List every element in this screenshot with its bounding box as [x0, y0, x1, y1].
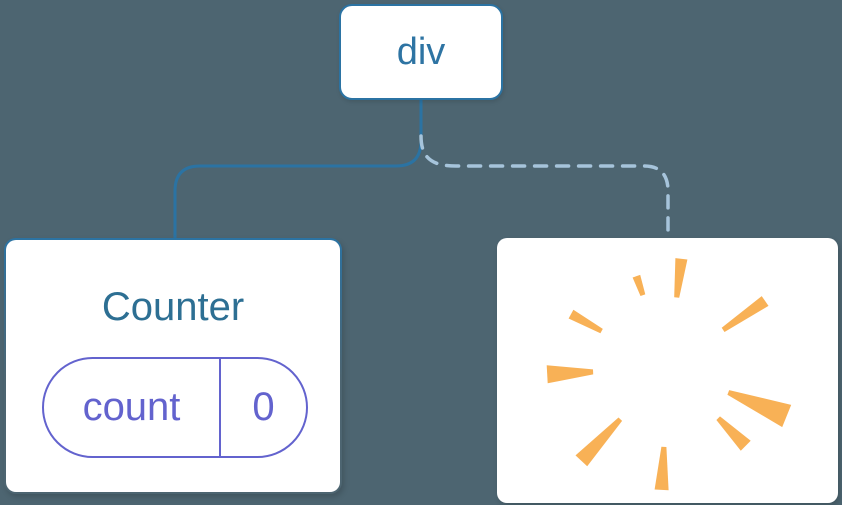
poof-ray: [721, 296, 769, 332]
counter-node: Counter count 0: [4, 238, 342, 494]
poof-ray: [727, 390, 792, 428]
poof-ray: [568, 309, 603, 334]
poof-rays: [546, 258, 792, 491]
counter-node-card: Counter count 0: [6, 240, 340, 492]
counter-title: Counter: [101, 285, 245, 329]
poof-ray: [575, 417, 623, 467]
removed-node: [497, 238, 838, 503]
poof-ray: [654, 446, 669, 491]
connector-solid-line: [173, 99, 423, 239]
state-name-label: count: [44, 359, 221, 456]
root-node: div: [339, 4, 503, 100]
connector-dashed-line: [419, 134, 670, 239]
state-value: 0: [252, 385, 275, 429]
poof-icon: [546, 258, 792, 491]
poof-ray: [674, 258, 688, 298]
poof-ray: [632, 274, 646, 296]
state-pill: count 0: [42, 357, 308, 458]
poof-ray: [716, 416, 751, 451]
root-node-label: div: [396, 30, 446, 73]
poof-ray: [546, 365, 594, 384]
